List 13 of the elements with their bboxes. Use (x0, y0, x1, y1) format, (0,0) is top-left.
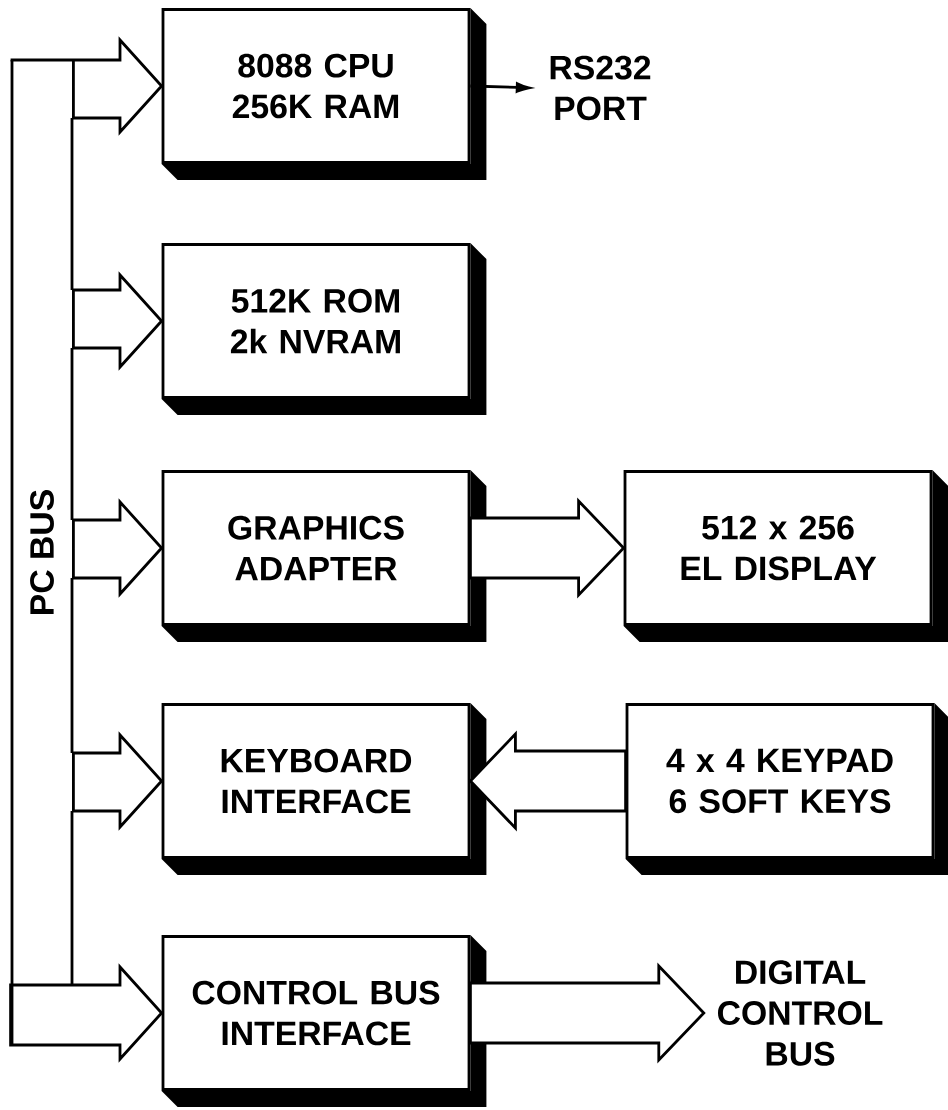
process-box: 512 x 256 EL DISPLAY (623, 470, 948, 642)
label-text: RS232 PORT (550, 55, 651, 121)
hollow-arrow (469, 962, 706, 1064)
process-box: 512K ROM 2k NVRAM (161, 243, 487, 415)
process-box: 4 x 4 KEYPAD 6 SOFT KEYS (625, 703, 948, 875)
hollow-arrow (468, 730, 627, 832)
process-box: 8088 CPU 256K RAM (161, 8, 487, 180)
process-box: GRAPHICS ADAPTER (161, 470, 487, 642)
hollow-arrow (469, 497, 626, 599)
bus-label: PC BUS (30, 490, 54, 614)
process-box: KEYBOARD INTERFACE (161, 703, 487, 875)
process-box: CONTROL BUS INTERFACE (161, 935, 487, 1107)
label-text: DIGITAL CONTROL BUS (718, 960, 883, 1066)
